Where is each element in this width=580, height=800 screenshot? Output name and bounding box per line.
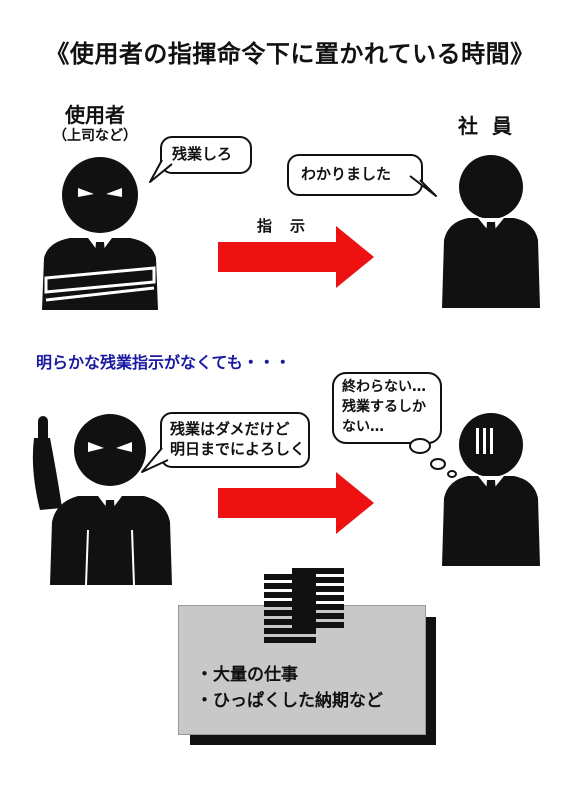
manager-sub-label: （上司など） (53, 128, 137, 144)
scene2-heading: 明らかな残業指示がなくても・・・ (36, 353, 291, 372)
employee-speech-text: わかりました (301, 165, 392, 183)
thought-dots-icon (409, 438, 457, 478)
right-arrow-icon (218, 226, 374, 288)
instruction-label: 指示 (257, 217, 324, 235)
manager-speech-line-2: 明日までによろしく (170, 440, 306, 458)
manager-speech-bubble-2: 残業はダメだけど 明日までによろしく (160, 412, 310, 468)
thought-line-1: 終わらない… (342, 379, 426, 395)
employee-role-label: 社員 (458, 114, 526, 138)
thought-line-3: ない… (342, 419, 384, 435)
speech-tail-icon (141, 447, 169, 473)
employee-thought-bubble: 終わらない… 残業するしか ない… (332, 372, 442, 444)
speech-tail-icon (149, 160, 173, 183)
employee-icon (442, 155, 540, 308)
manager-speech-bubble: 残業しろ (160, 136, 252, 174)
thought-line-2: 残業するしか (342, 399, 426, 415)
box-item-1: ・大量の仕事 (196, 665, 298, 685)
paper-stack-icon (264, 568, 344, 643)
manager-speech-text: 残業しろ (172, 145, 233, 163)
speech-tail-icon (409, 175, 437, 197)
stressed-employee-icon (442, 413, 540, 566)
manager-speech-line-1: 残業はダメだけど (170, 420, 290, 438)
page-title: 《使用者の指揮命令下に置かれている時間》 (45, 40, 535, 68)
employee-speech-bubble: わかりました (287, 154, 423, 196)
manager-pointing-icon (32, 414, 172, 585)
right-arrow-icon (218, 472, 374, 534)
manager-role-label: 使用者 (65, 103, 125, 127)
manager-arms-crossed-icon (42, 157, 158, 310)
box-item-2: ・ひっぱくした納期など (196, 691, 383, 711)
